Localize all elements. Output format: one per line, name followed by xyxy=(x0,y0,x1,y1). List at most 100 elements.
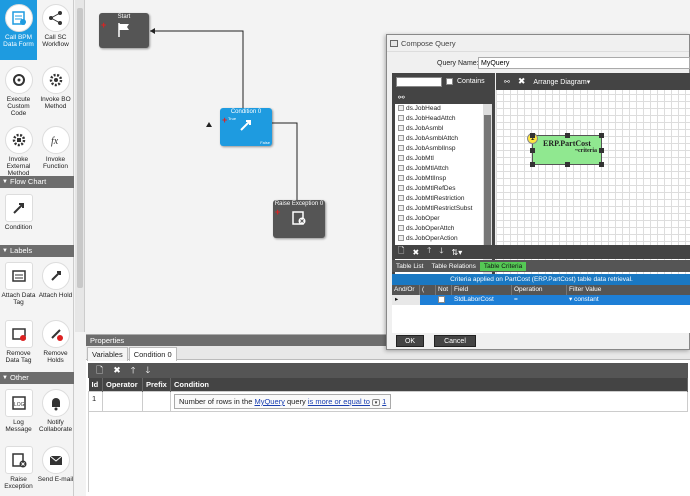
criteria-operation[interactable]: = xyxy=(514,296,518,303)
criteria-not[interactable] xyxy=(436,295,452,305)
column-header: And/Or xyxy=(392,285,420,295)
operator-link[interactable]: is more or equal to xyxy=(307,397,370,406)
row-condition[interactable]: Number of rows in the MyQuery query is m… xyxy=(170,391,688,412)
resize-handle[interactable] xyxy=(565,133,570,138)
list-item[interactable]: ds.JobMtlInsp xyxy=(395,174,483,184)
diagram-pane[interactable]: ⚯ ✖ Arrange Diagram▾ 1 ERP.PartCost ~cri… xyxy=(496,73,690,279)
cancel-button[interactable]: Cancel xyxy=(434,335,476,347)
raise-exception-node[interactable]: Raise Exception 0 + xyxy=(273,200,325,238)
link-icon[interactable]: ⚯ xyxy=(398,92,405,102)
tool-call-sc-workflow[interactable]: Call SC Workflow xyxy=(37,0,74,60)
resize-handle[interactable] xyxy=(565,162,570,167)
row-selector-icon[interactable]: ▸ xyxy=(392,295,420,305)
move-down-icon[interactable]: 🡓 xyxy=(439,246,444,255)
new-icon[interactable]: 🗋 xyxy=(96,364,104,375)
row-prefix[interactable] xyxy=(142,391,171,412)
dialog-title-bar[interactable]: Compose Query xyxy=(387,35,689,52)
diagram-table-node[interactable]: 1 ERP.PartCost ~criteria xyxy=(527,133,604,167)
list-item[interactable]: ds.JobHeadAttch xyxy=(395,114,483,124)
list-item[interactable]: ds.JobOper xyxy=(395,214,483,224)
list-item[interactable]: ds.JobMtlRestrictSubst xyxy=(395,204,483,214)
table-search-input[interactable] xyxy=(396,76,442,87)
form-icon xyxy=(4,4,33,32)
tool-attach-hold[interactable]: Attach Hold xyxy=(37,258,74,312)
tool-raise-exception[interactable]: Raise Exception xyxy=(0,442,37,496)
tool-condition[interactable]: Condition xyxy=(0,190,37,232)
resize-handle[interactable] xyxy=(599,133,604,138)
tool-send-email[interactable]: Send E-mail xyxy=(37,442,74,496)
list-item[interactable]: ds.JobAsmblInsp xyxy=(395,144,483,154)
criteria-filter-value[interactable]: ▾ constant xyxy=(569,296,599,303)
criteria-row[interactable]: ▸ StdLaborCost = ▾ constant xyxy=(392,295,690,305)
table-icon xyxy=(398,185,404,191)
query-link[interactable]: MyQuery xyxy=(254,397,285,406)
remove-hold-icon xyxy=(41,320,70,348)
section-labels[interactable]: ▼Labels xyxy=(0,245,74,257)
arrange-diagram-menu[interactable]: Arrange Diagram▾ xyxy=(533,78,591,86)
tool-invoke-external-method[interactable]: Invoke External Method xyxy=(0,122,37,177)
scrollbar-thumb[interactable] xyxy=(484,115,491,257)
move-up-icon[interactable]: 🡑 xyxy=(427,246,432,255)
delete-icon[interactable]: ✖ xyxy=(412,247,420,257)
tables-scrollbar[interactable] xyxy=(483,104,492,279)
query-tabs: Table List Table Relations Table Criteri… xyxy=(392,260,690,272)
tool-invoke-function[interactable]: fx Invoke Function xyxy=(37,122,74,174)
list-item[interactable]: ds.JobAsmblAttch xyxy=(395,134,483,144)
tab-variables[interactable]: Variables xyxy=(87,347,128,361)
resize-handle[interactable] xyxy=(530,148,535,153)
list-item[interactable]: ds.JobAsmbl xyxy=(395,124,483,134)
new-icon[interactable]: 🗋 xyxy=(398,246,405,255)
tool-remove-data-tag[interactable]: Remove Data Tag xyxy=(0,316,37,372)
link-icon[interactable]: ⚯ xyxy=(504,78,510,86)
list-item[interactable]: ds.JobMtlRefDes xyxy=(395,184,483,194)
add-icon: + xyxy=(275,207,281,217)
list-item[interactable]: ds.JobOperAction xyxy=(395,234,483,244)
row-operator[interactable] xyxy=(102,391,143,412)
resize-handle[interactable] xyxy=(530,162,535,167)
tab-condition-0[interactable]: Condition 0 xyxy=(128,347,177,361)
move-up-icon[interactable]: 🡑 xyxy=(130,364,136,375)
tool-attach-data-tag[interactable]: Attach Data Tag xyxy=(0,258,37,312)
collapse-arrow-icon: ▼ xyxy=(2,179,8,185)
criteria-field[interactable]: StdLaborCost xyxy=(454,296,494,303)
criteria-paren[interactable] xyxy=(420,295,436,305)
ok-button[interactable]: OK xyxy=(396,335,424,347)
tool-execute-custom-code[interactable]: Execute Custom Code xyxy=(0,62,37,120)
section-other[interactable]: ▼Other xyxy=(0,372,74,384)
value-link[interactable]: 1 xyxy=(382,397,387,406)
tab-table-list[interactable]: Table List xyxy=(396,262,424,270)
tool-remove-holds[interactable]: Remove Holds xyxy=(37,316,74,372)
list-item[interactable]: ds.JobMtl xyxy=(395,154,483,164)
table-row[interactable]: 1 Number of rows in the MyQuery query is… xyxy=(88,391,688,412)
section-flow-chart[interactable]: ▼Flow Chart xyxy=(0,176,74,188)
dropdown-icon[interactable]: ▾ xyxy=(372,399,381,406)
tab-table-relations[interactable]: Table Relations xyxy=(431,262,476,270)
delete-icon[interactable]: ✖ xyxy=(113,365,121,375)
condition-node[interactable]: Condition 0 + True False xyxy=(220,108,272,146)
list-item[interactable]: ds.JobMtlRestriction xyxy=(395,194,483,204)
tool-invoke-bo-method[interactable]: Invoke BO Method xyxy=(37,62,74,120)
dropdown-arrow-icon: ▾ xyxy=(586,78,591,86)
start-node[interactable]: Start + xyxy=(99,13,149,48)
tool-notify-collaborate[interactable]: Notify Collaborate xyxy=(37,385,74,439)
move-down-icon[interactable]: 🡓 xyxy=(145,364,151,375)
tab-table-criteria[interactable]: Table Criteria xyxy=(479,261,527,271)
sort-icon[interactable]: ⇅▾ xyxy=(451,247,463,257)
tool-call-bpm-data-form[interactable]: Call BPM Data Form xyxy=(0,0,37,60)
list-item[interactable]: ds.JobHead xyxy=(395,104,483,114)
resize-handle[interactable] xyxy=(599,148,604,153)
collapse-arrow-icon: ▼ xyxy=(2,375,8,381)
workflow-icon xyxy=(41,4,70,32)
contains-checkbox[interactable] xyxy=(446,78,453,85)
toolbox-scrollbar[interactable] xyxy=(75,0,85,332)
delete-icon[interactable]: ✖ xyxy=(517,76,526,86)
list-item[interactable]: ds.JobMtlAttch xyxy=(395,164,483,174)
resize-handle[interactable] xyxy=(530,133,535,138)
resize-handle[interactable] xyxy=(599,162,604,167)
list-item[interactable]: ds.JobOperAttch xyxy=(395,224,483,234)
tool-log-message[interactable]: LOG Log Message xyxy=(0,385,37,439)
not-checkbox[interactable] xyxy=(438,296,445,303)
dropdown-arrow-icon[interactable]: ▾ xyxy=(569,296,573,303)
scrollbar-thumb[interactable] xyxy=(77,8,83,288)
query-name-input[interactable] xyxy=(478,57,690,69)
